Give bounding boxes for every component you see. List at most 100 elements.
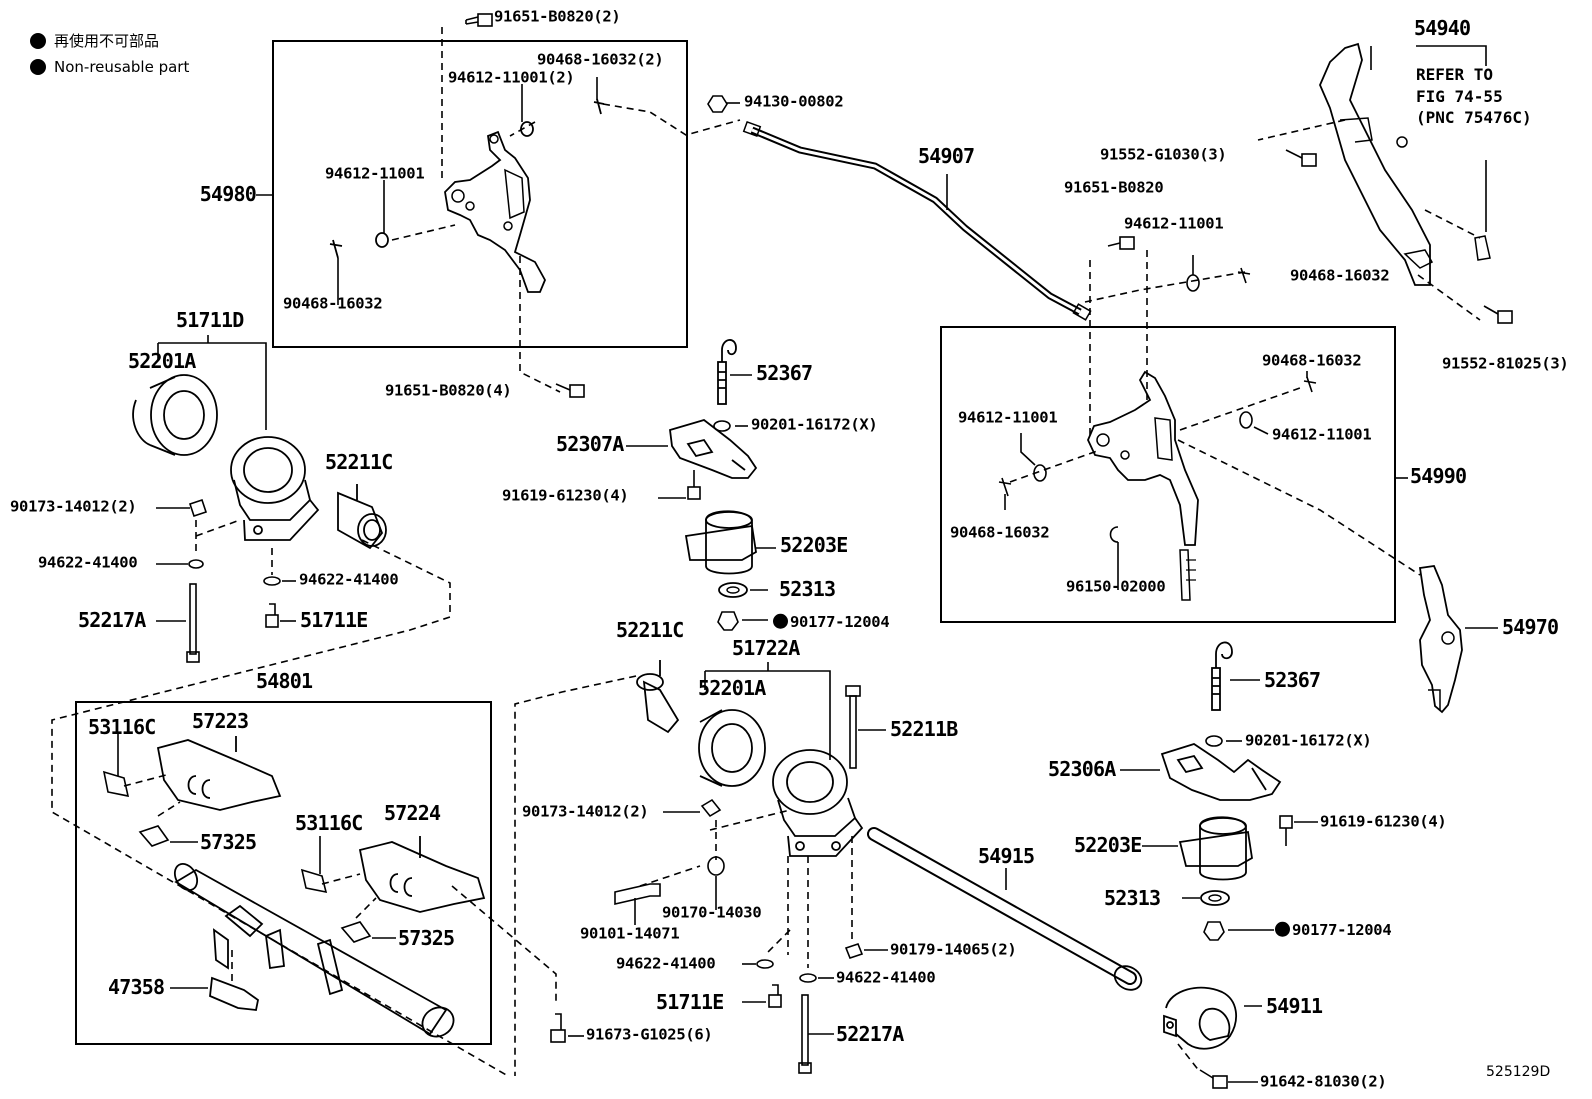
clamp-54911 [1163, 986, 1237, 1050]
callout-part-number: 90177-12004 [790, 612, 890, 631]
callout-part-number: 47358 [108, 975, 165, 999]
callout-part-number: 90468-16032 [950, 523, 1050, 542]
callout-part-number: 52203E [1074, 833, 1142, 857]
callout-part-number: 91651-B0820 [1064, 178, 1164, 197]
callout-with-non-reusable-mark: 90177-12004 [773, 612, 890, 631]
callout-part-number: 54915 [978, 844, 1035, 868]
callout-part-number: 90179-14065(2) [890, 940, 1017, 959]
callout-part-number: 57325 [398, 926, 455, 950]
callout-part-number: 52313 [1104, 886, 1161, 910]
collar-52211C-left [337, 484, 387, 550]
callout-with-non-reusable-mark: 90177-12004 [1275, 920, 1392, 939]
callout-part-number: 52313 [779, 577, 836, 601]
lever-54940 [1319, 42, 1491, 286]
cable-54907 [742, 120, 1092, 321]
legend-text-en: Non-reusable part [54, 57, 190, 76]
callout-part-number: 90173-14012(2) [10, 497, 137, 516]
hook-52367-mid [717, 339, 737, 405]
crossmember-tube [173, 862, 455, 1038]
callout-part-number: 53116C [88, 715, 156, 739]
legend-text-jp: 再使用不可部品 [54, 31, 160, 50]
callout-part-number: 52201A [128, 349, 196, 373]
callout-part-number: 51711D [176, 308, 244, 332]
group-box-54980 [272, 40, 688, 348]
bolt-91651-bottom [555, 383, 585, 398]
bracket-57224 [358, 836, 486, 913]
callout-part-number: 54990 [1410, 464, 1467, 488]
bushing-52201A-mid [698, 709, 766, 787]
callout-part-number: 54907 [918, 144, 975, 168]
callout-part-number: 52211C [325, 450, 393, 474]
callout-part-number: 94612-11001 [958, 408, 1058, 427]
bracket-57223 [156, 736, 282, 811]
bracket-52307A [669, 419, 758, 479]
bracket-51711D-left [230, 436, 320, 541]
callout-part-number: 52307A [556, 432, 624, 456]
callout-part-number: 54911 [1266, 994, 1323, 1018]
callout-part-number: 57223 [192, 709, 249, 733]
callout-part-number: 94612-11001 [1272, 425, 1372, 444]
callout-part-number: 52201A [698, 676, 766, 700]
callout-part-number: 51722A [732, 636, 800, 660]
callout-part-number: 91651-B0820(2) [494, 7, 621, 26]
callout-part-number: 94622-41400 [38, 553, 138, 572]
callout-part-number: 91619-61230(4) [1320, 812, 1447, 831]
callout-part-number: 54980 [199, 182, 257, 206]
callout-part-number: 51711E [300, 608, 368, 632]
non-reusable-dot-icon [1275, 921, 1290, 937]
callout-part-number: 90468-16032 [1262, 351, 1362, 370]
callout-part-number: 91673-G1025(6) [586, 1025, 713, 1044]
callout-part-number: 91552-G1030(3) [1100, 145, 1227, 164]
callout-part-number: 94612-11001(2) [448, 68, 575, 87]
callout-part-number: 91619-61230(4) [502, 486, 629, 505]
legend-item-non-reusable-en: Non-reusable part [30, 59, 189, 75]
callout-part-number: 96150-02000 [1066, 577, 1166, 596]
callout-part-number: 52217A [78, 608, 146, 632]
bracket-54990 [1087, 370, 1199, 601]
callout-part-number: 52306A [1048, 757, 1116, 781]
callout-part-number: 94612-11001 [325, 164, 425, 183]
bolt-52211B [845, 685, 886, 769]
callout-part-number: 52367 [1264, 668, 1321, 692]
mount-52203E-right [1178, 816, 1253, 881]
callout-part-number: 52211C [616, 618, 684, 642]
callout-part-number: 53116C [295, 811, 363, 835]
callout-part-number: 57224 [384, 801, 441, 825]
callout-part-number: 90201-16172(X) [1245, 731, 1372, 750]
callout-part-number: 94622-41400 [299, 570, 399, 589]
group-box-54801 [75, 701, 492, 1045]
callout-part-number: 54970 [1502, 615, 1559, 639]
bracket-47358 [209, 976, 259, 1011]
callout-part-number: 91651-B0820(4) [385, 381, 512, 400]
callout-part-number: 94130-00802 [744, 92, 844, 111]
callout-part-number: 90173-14012(2) [522, 802, 649, 821]
callout-part-number: 91552-81025(3) [1442, 354, 1569, 373]
non-reusable-dot-icon [773, 613, 788, 629]
callout-part-number: 52203E [780, 533, 848, 557]
collar-52211C-mid [636, 660, 680, 734]
callout-part-number: 90468-16032 [283, 294, 383, 313]
callout-part-number: 54801 [256, 669, 313, 693]
callout-part-number: 90170-14030 [662, 903, 762, 922]
mount-52203E-mid [684, 510, 757, 575]
callout-part-number: 94622-41400 [616, 954, 716, 973]
bracket-54980 [444, 130, 546, 293]
callout-part-number: 94622-41400 [836, 968, 936, 987]
callout-part-number: 90101-14071 [580, 924, 680, 943]
hook-52367-right [1211, 641, 1233, 711]
callout-part-number: 51711E [656, 990, 724, 1014]
callout-part-number: 54940 [1414, 16, 1471, 40]
legend-item-non-reusable-jp: 再使用不可部品 [30, 33, 159, 49]
callout-part-number: 90468-16032 [1290, 266, 1390, 285]
callout-part-number: 94612-11001 [1124, 214, 1224, 233]
non-reusable-dot-icon [30, 59, 46, 75]
group-box-54990 [940, 326, 1396, 623]
callout-part-number: 91642-81030(2) [1260, 1072, 1387, 1091]
callout-part-number: 90201-16172(X) [751, 415, 878, 434]
bracket-52306A [1160, 743, 1282, 801]
callout-part-number: 52211B [890, 717, 958, 741]
bushing-52201A-left [132, 374, 218, 456]
figure-id: 525129D [1486, 1064, 1551, 1080]
callout-part-number: 90177-12004 [1292, 920, 1392, 939]
